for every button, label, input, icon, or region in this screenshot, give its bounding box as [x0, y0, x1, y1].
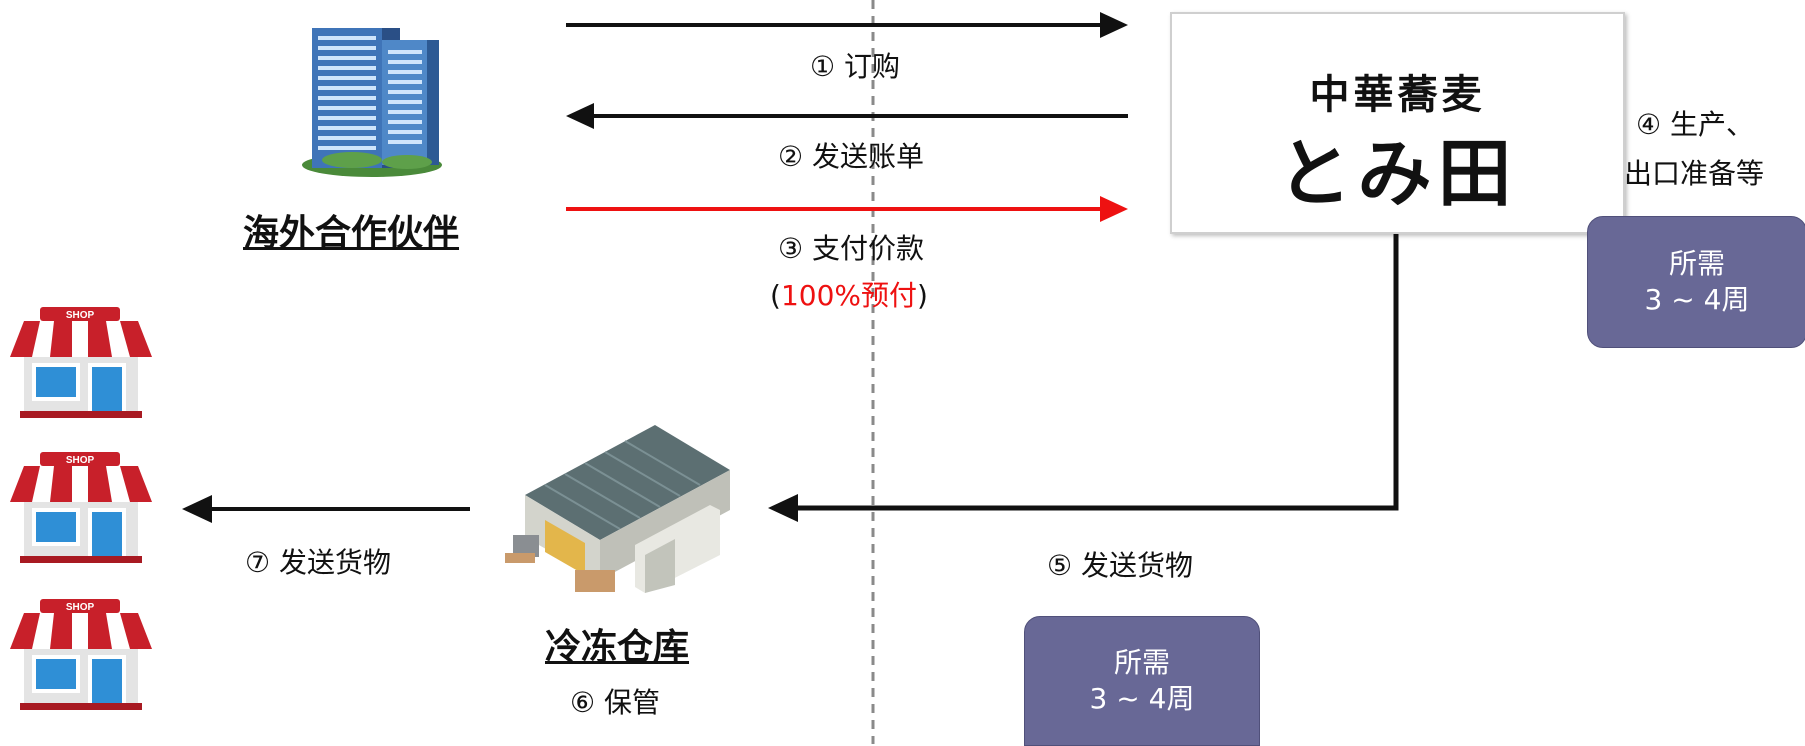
prepay-value: 100%预付 — [780, 279, 917, 312]
step-payment: ③ 支付价款 — [778, 232, 925, 265]
warehouse-step: ⑥ 保管 — [570, 686, 661, 719]
duration-production-label: 所需 — [1668, 247, 1725, 280]
step-production-line2: 出口准备等 — [1624, 157, 1765, 190]
step-ship-shops: ⑦ 发送货物 — [245, 546, 392, 579]
step-order: ① 订购 — [810, 50, 901, 83]
duration-production-value: 3 ~ 4周 — [1644, 283, 1750, 316]
logo-name: とみ田 — [1277, 131, 1518, 217]
prepay-note: (100%预付) — [770, 274, 928, 314]
shop-icon: SHOP — [10, 452, 152, 563]
duration-shipping-value: 3 ~ 4周 — [1089, 682, 1195, 715]
prepay-close: ) — [917, 279, 928, 312]
duration-shipping-badge: 所需 3 ~ 4周 — [1024, 616, 1260, 746]
office-building-icon — [302, 28, 442, 177]
payment-arrow — [566, 196, 1128, 222]
shop-icon: SHOP — [10, 599, 152, 710]
duration-shipping-label: 所需 — [1113, 646, 1170, 679]
warehouse-label: 冷冻仓库 — [545, 627, 690, 668]
shop-sign: SHOP — [66, 455, 95, 466]
step-production-line1: ④ 生产、 — [1636, 108, 1755, 141]
factory-logo: 中華蕎麦 とみ田 — [1170, 12, 1625, 234]
ship-warehouse-arrow — [768, 230, 1399, 522]
ship-shops-arrow — [182, 495, 470, 523]
partner-label: 海外合作伙伴 — [243, 213, 460, 254]
warehouse-icon — [505, 425, 730, 593]
order-arrow — [566, 12, 1128, 38]
step-invoice: ② 发送账单 — [778, 140, 925, 173]
step-ship-warehouse: ⑤ 发送货物 — [1047, 549, 1194, 582]
invoice-arrow — [566, 103, 1128, 129]
shop-sign: SHOP — [66, 310, 95, 321]
logo-subtitle: 中華蕎麦 — [1309, 71, 1486, 118]
shop-icon: SHOP — [10, 307, 152, 418]
prepay-open: ( — [770, 279, 781, 312]
duration-production-badge: 所需 3 ~ 4周 — [1587, 216, 1805, 348]
shop-sign: SHOP — [66, 602, 95, 613]
